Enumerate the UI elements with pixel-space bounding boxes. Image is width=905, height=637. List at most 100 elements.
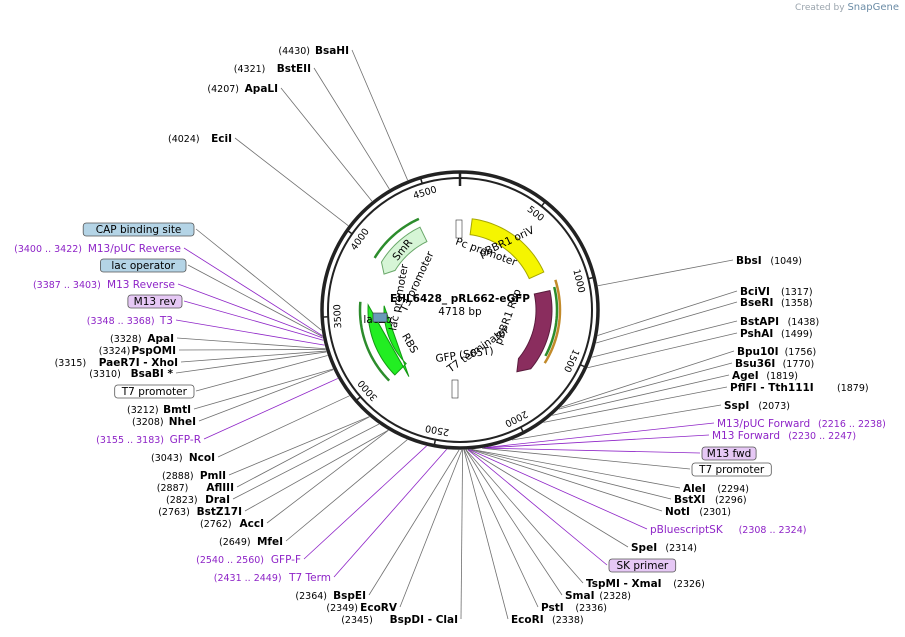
site-mfei[interactable]: MfeI (257, 536, 283, 548)
feature-smr[interactable] (380, 226, 428, 275)
box-t7-promoter[interactable] (691, 462, 772, 477)
site-bbsi[interactable]: BbsI (736, 255, 762, 267)
site-apai[interactable]: ApaI (147, 333, 174, 345)
site-bpu10i[interactable]: Bpu10I (737, 346, 779, 358)
site-ncoi[interactable]: NcoI (189, 452, 215, 464)
site-pos: (1049) (770, 256, 802, 267)
site-pos: (2649) (219, 537, 251, 548)
box-lac-operator[interactable] (100, 258, 187, 273)
site-pos: (3212) (127, 405, 159, 416)
site-bspei[interactable]: BspEI (333, 590, 366, 602)
site-psti[interactable]: PstI (541, 602, 564, 614)
site-sspi[interactable]: SspI (724, 400, 749, 412)
site-bsabi[interactable]: BsaBI * (131, 368, 174, 380)
connector (183, 300, 324, 341)
site-bstz17i[interactable]: BstZ17I (197, 506, 242, 518)
site-pos: (3208) (132, 417, 164, 428)
primer-pbluescriptsk[interactable]: pBluescriptSK (650, 524, 724, 536)
box-t7-promoter[interactable] (114, 384, 195, 399)
site-bmti[interactable]: BmtI (163, 404, 191, 416)
feature-gfp-s65t[interactable] (367, 303, 410, 377)
box-label-cap-binding-site: CAP binding site (96, 224, 182, 236)
site-pos: (2823) (166, 495, 198, 506)
primer-pos: (2308 .. 2324) (739, 525, 807, 536)
site-spei[interactable]: SpeI (631, 542, 657, 554)
box-label-m13-rev: M13 rev (134, 296, 177, 308)
site-pos: (1756) (785, 347, 817, 358)
connector (244, 429, 389, 512)
primer-gfp-r[interactable]: GFP-R (170, 434, 201, 446)
site-apali[interactable]: ApaLI (245, 83, 278, 95)
site-pos: (3310) (89, 369, 121, 380)
site-noti[interactable]: NotI (665, 506, 690, 518)
site-pshai[interactable]: PshAI (740, 328, 773, 340)
site-acci[interactable]: AccI (240, 518, 264, 530)
site-bsahi[interactable]: BsaHI (315, 45, 349, 57)
connector (203, 378, 339, 440)
primer-pos: (2216 .. 2238) (818, 419, 886, 430)
site-ecori[interactable]: EcoRI (511, 614, 544, 626)
site-pos: (2296) (715, 495, 747, 506)
primer-pos: (3387 .. 3403) (33, 280, 101, 291)
connector (463, 449, 509, 620)
connector (178, 349, 326, 351)
site-alei[interactable]: AleI (683, 483, 706, 495)
primer-t7-term[interactable]: T7 Term (288, 572, 331, 584)
connector (195, 355, 328, 392)
primer-m13-puc-forward[interactable]: M13/pUC Forward (717, 418, 810, 430)
site-pflfi-tth111i[interactable]: PflFI - Tth111I (730, 382, 814, 394)
primer-pos: (2230 .. 2247) (788, 431, 856, 442)
site-ecorv[interactable]: EcoRV (360, 602, 398, 614)
connector (587, 332, 738, 369)
credit-prefix: Created by (795, 3, 845, 13)
connector (552, 374, 730, 416)
primer-m13-puc-reverse[interactable]: M13/pUC Reverse (88, 243, 181, 255)
tick-label-4500: 4500 (412, 184, 438, 201)
site-bspdi-clai[interactable]: BspDI - ClaI (390, 614, 458, 626)
tick-label-2500: 2500 (424, 422, 450, 437)
box-m13-fwd[interactable] (701, 446, 757, 461)
site-bsteii[interactable]: BstEII (277, 63, 311, 75)
tick-2000 (520, 426, 525, 433)
site-smai[interactable]: SmaI (565, 590, 595, 602)
connector (177, 283, 323, 339)
site-pos: (2887) (157, 483, 189, 494)
tick-1000 (588, 276, 595, 280)
site-bseri[interactable]: BseRI (740, 297, 773, 309)
tick-4500 (419, 177, 423, 184)
site-paer7i-xhoi[interactable]: PaeR7I - XhoI (99, 357, 178, 369)
site-bstapi[interactable]: BstAPI (740, 316, 779, 328)
connector (482, 447, 691, 470)
site-agei[interactable]: AgeI (732, 370, 759, 382)
site-bsu36i[interactable]: Bsu36I (735, 358, 775, 370)
site-drai[interactable]: DraI (205, 494, 230, 506)
primer-gfp-f[interactable]: GFP-F (271, 554, 301, 566)
site-ecii[interactable]: EciI (211, 133, 232, 145)
site-bstxi[interactable]: BstXI (674, 494, 705, 506)
box-cap-binding-site[interactable] (82, 222, 195, 237)
feature-pbbr1-rep[interactable] (516, 290, 553, 373)
site-pmli[interactable]: PmlI (200, 470, 226, 482)
connector (463, 449, 539, 608)
site-pos: (2294) (717, 484, 749, 495)
box-m13-rev[interactable] (127, 294, 183, 309)
connector (228, 416, 370, 476)
site-nhei[interactable]: NheI (169, 416, 196, 428)
connector (469, 449, 648, 530)
site-pos: (2336) (575, 603, 607, 614)
site-tspmi-xmai[interactable]: TspMI - XmaI (586, 578, 662, 590)
box-label-m13-fwd: M13 fwd (707, 448, 752, 460)
connector (175, 351, 327, 374)
box-sk-primer[interactable] (608, 558, 677, 573)
primer-m13-forward[interactable]: M13 Forward (712, 430, 780, 442)
tick-label-3500: 3500 (332, 304, 344, 329)
site-pos: (4430) (278, 46, 310, 57)
primer-t3[interactable]: T3 (159, 315, 173, 327)
site-pos: (3324) (99, 346, 131, 357)
connector (236, 416, 370, 488)
feature-pbbr1-oriv[interactable] (469, 218, 545, 280)
site-afliii[interactable]: AflIII (206, 482, 234, 494)
site-pspomi[interactable]: PspOMI (131, 345, 176, 357)
primer-m13-reverse[interactable]: M13 Reverse (107, 279, 175, 291)
site-bcivi[interactable]: BciVI (740, 286, 770, 298)
